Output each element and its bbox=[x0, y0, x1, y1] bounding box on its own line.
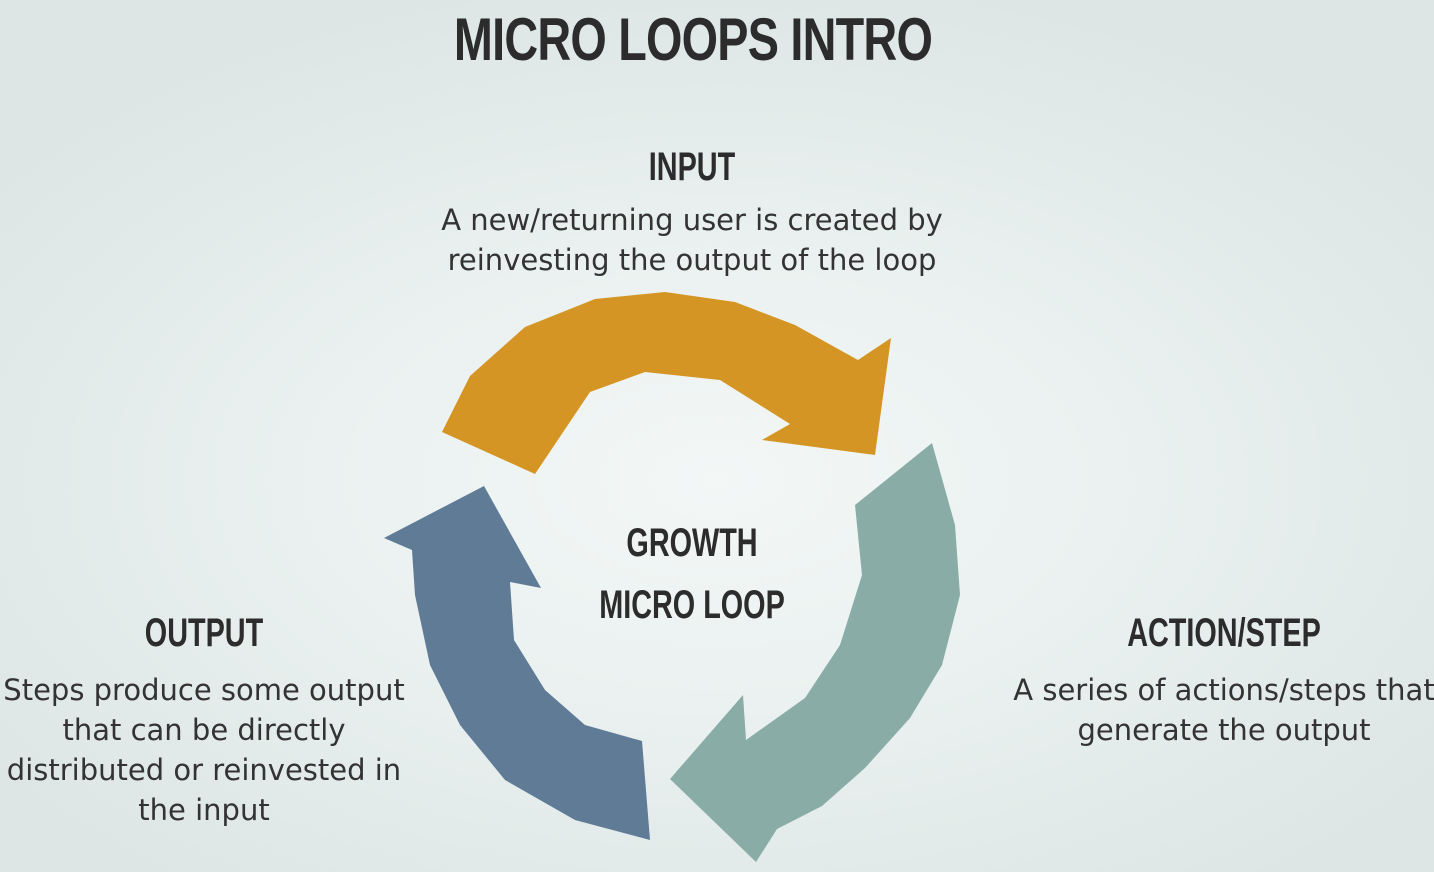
output-description-line: that can be directly bbox=[62, 713, 346, 747]
action-description-line: generate the output bbox=[1077, 713, 1371, 747]
output-heading: OUTPUT bbox=[144, 611, 264, 655]
input-description: A new/returning user is created by reinv… bbox=[392, 200, 992, 280]
action-description-line: A series of actions/steps that bbox=[1013, 673, 1434, 707]
output-description-line: the input bbox=[138, 793, 270, 827]
input-heading: INPUT bbox=[648, 145, 736, 189]
action-heading: ACTION/STEP bbox=[1127, 611, 1321, 655]
input-description-line: A new/returning user is created by bbox=[441, 203, 943, 237]
output-description-line: distributed or reinvested in bbox=[6, 753, 402, 787]
center-label-line: GROWTH bbox=[626, 521, 758, 565]
output-description-line: Steps produce some output bbox=[3, 673, 405, 707]
center-label: GROWTH MICRO LOOP bbox=[584, 512, 800, 636]
action-arrow bbox=[670, 443, 960, 862]
action-description: A series of actions/steps that generate … bbox=[994, 670, 1434, 750]
page-title: MICRO LOOPS INTRO bbox=[453, 6, 933, 73]
input-description-line: reinvesting the output of the loop bbox=[447, 243, 937, 277]
output-description: Steps produce some output that can be di… bbox=[0, 670, 414, 830]
input-arrow bbox=[442, 292, 891, 474]
center-label-line: MICRO LOOP bbox=[599, 583, 785, 627]
output-arrow bbox=[384, 486, 650, 840]
